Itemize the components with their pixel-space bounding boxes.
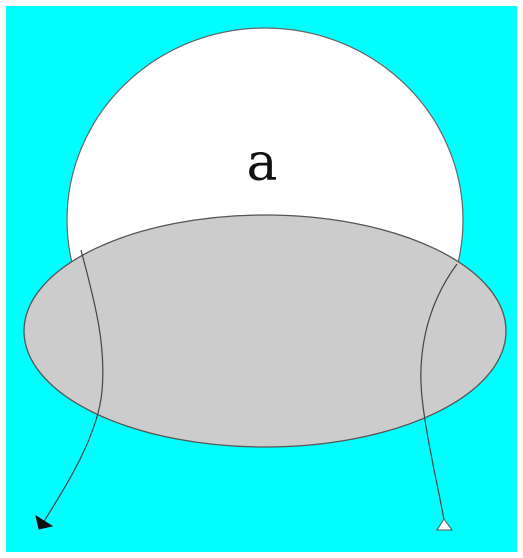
diagram-svg [23,27,507,531]
diagram-canvas: a [6,6,517,552]
right-curve [420,263,458,521]
gray-ellipse [23,214,507,448]
region-label-a: a [246,133,278,193]
left-curve [42,249,104,524]
left-arrow-icon [35,514,54,530]
right-arrow-icon [436,518,453,531]
